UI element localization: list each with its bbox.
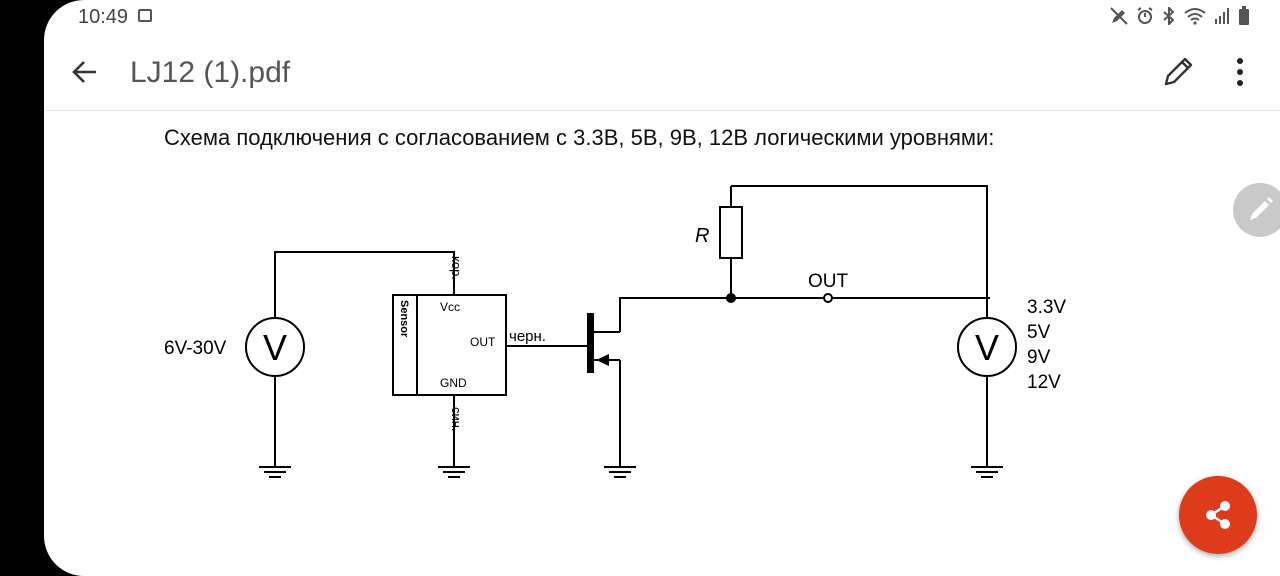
ground-symbol-left: [259, 466, 291, 478]
wire-black-label: черн.: [509, 328, 546, 345]
junction-dot: [726, 293, 736, 303]
gallery-icon: [138, 9, 152, 22]
right-voltage-3: 9V: [1027, 347, 1051, 368]
battery-icon: [1239, 6, 1249, 25]
sensor-label: Sensor: [398, 300, 410, 338]
pencil-icon: [1164, 57, 1193, 86]
share-button[interactable]: [1179, 476, 1257, 554]
right-voltage-1: 3.3V: [1027, 297, 1066, 318]
pin-vcc-label: Vcc: [440, 300, 460, 314]
document-heading: Схема подключения с согласованием с 3.3В…: [164, 125, 995, 150]
voltmeter-left-symbol: V: [263, 327, 287, 368]
voltmeter-left: [245, 317, 305, 377]
circuit-diagram: V V 6V-30V кор. син. Sensor Vcc OUT GND …: [164, 185, 1066, 478]
ground-symbol-transistor: [604, 466, 636, 478]
pencil-icon: [1250, 197, 1273, 220]
more-options-button[interactable]: [1228, 52, 1252, 92]
more-vert-icon: [1237, 58, 1243, 86]
wire-brown-label: кор.: [449, 256, 464, 280]
transistor-base: [587, 313, 594, 373]
edit-button[interactable]: [1158, 52, 1198, 92]
pin-gnd-label: GND: [440, 376, 467, 390]
app-bar: LJ12 (1).pdf: [44, 38, 1280, 111]
status-bar: 10:49: [44, 0, 1280, 34]
voltmeter-right-symbol: V: [975, 327, 999, 368]
ground-symbol-right: [971, 466, 1003, 478]
edit-mode-icon: [1110, 7, 1128, 25]
share-icon: [1206, 501, 1230, 529]
ground-symbol-sensor: [438, 466, 470, 478]
wire-left-supply: [274, 251, 455, 318]
emitter-arrow: [596, 354, 609, 366]
output-terminal: [823, 293, 833, 303]
back-button[interactable]: [66, 54, 102, 90]
resistor: [719, 206, 743, 259]
source-left-voltage: 6V-30V: [164, 338, 227, 359]
signal-icon: [1215, 8, 1229, 24]
status-time: 10:49: [78, 6, 129, 28]
right-voltage-4: 12V: [1027, 372, 1061, 393]
pdf-viewer-screen: 10:49 LJ12 (1).pdf: [44, 0, 1280, 576]
back-arrow-icon: [72, 61, 96, 83]
alarm-icon: [1137, 7, 1153, 24]
status-icons: [1110, 6, 1250, 26]
output-label: OUT: [808, 271, 849, 292]
bluetooth-icon: [1163, 7, 1175, 25]
right-voltage-2: 5V: [1027, 322, 1051, 343]
resistor-label: R: [695, 225, 709, 247]
floating-edit-button[interactable]: [1233, 183, 1280, 237]
wifi-icon: [1184, 8, 1206, 25]
pin-out-label: OUT: [470, 335, 496, 349]
wire-blue-label: син.: [449, 407, 464, 432]
document-title: LJ12 (1).pdf: [130, 56, 291, 89]
